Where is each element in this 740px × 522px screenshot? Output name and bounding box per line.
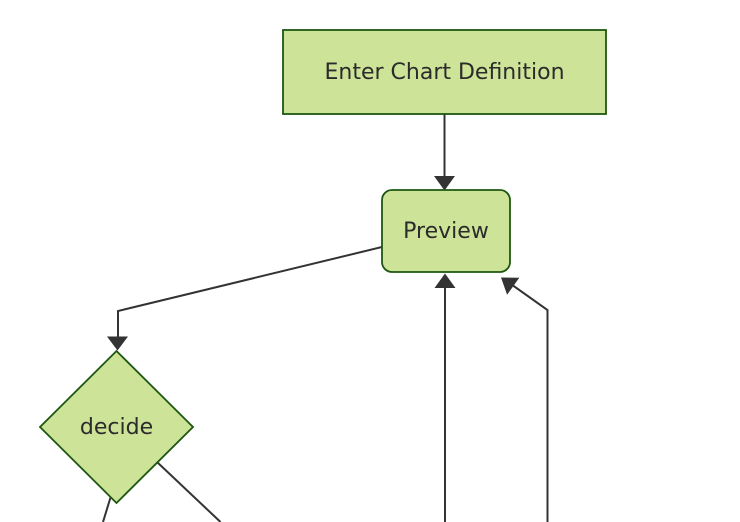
edge-decide-to-offscreen-right bbox=[156, 461, 222, 522]
arrowhead-offscreen-to-preview-bottom bbox=[434, 273, 456, 288]
node-enter-chart-definition-shape bbox=[282, 29, 607, 115]
edge-group bbox=[102, 114, 549, 522]
edge-decide-to-offscreen-left bbox=[102, 497, 112, 522]
arrowhead-enter-to-preview bbox=[434, 176, 455, 191]
edge-offscreen-to-preview-corner bbox=[507, 281, 549, 522]
node-decide-shape bbox=[38, 349, 195, 505]
node-group bbox=[38, 29, 607, 505]
edge-preview-to-decide bbox=[117, 246, 383, 338]
arrowhead-offscreen-to-preview-corner bbox=[501, 277, 520, 295]
node-preview-shape bbox=[381, 189, 511, 273]
arrowhead-preview-to-decide bbox=[107, 336, 128, 351]
